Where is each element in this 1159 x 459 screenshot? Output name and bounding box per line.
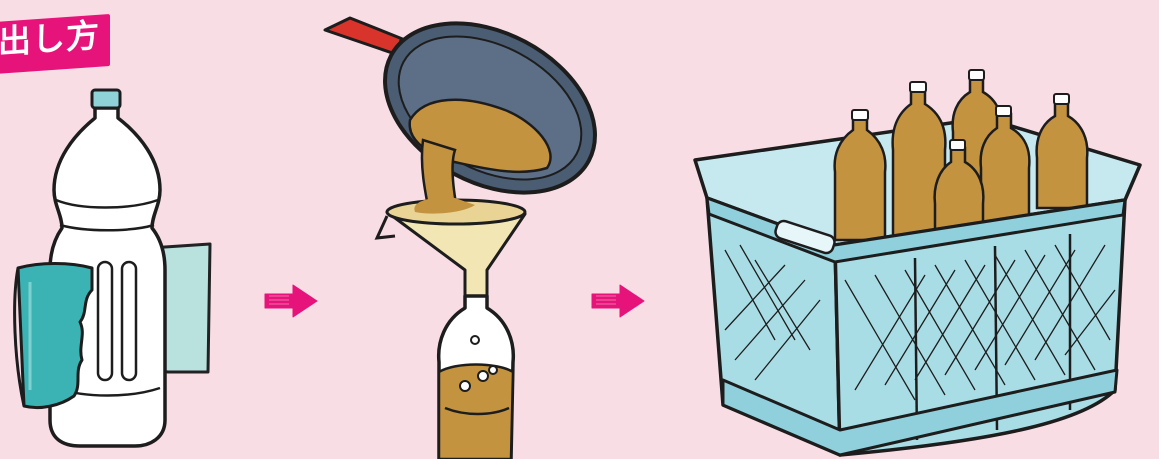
arrow-right-icon xyxy=(263,283,319,319)
pouring-oil-into-bottle-icon xyxy=(315,0,615,459)
crate-of-oil-bottles-icon xyxy=(685,0,1155,459)
bottle-with-towel-icon xyxy=(0,0,260,459)
arrow-right-icon xyxy=(590,283,646,319)
